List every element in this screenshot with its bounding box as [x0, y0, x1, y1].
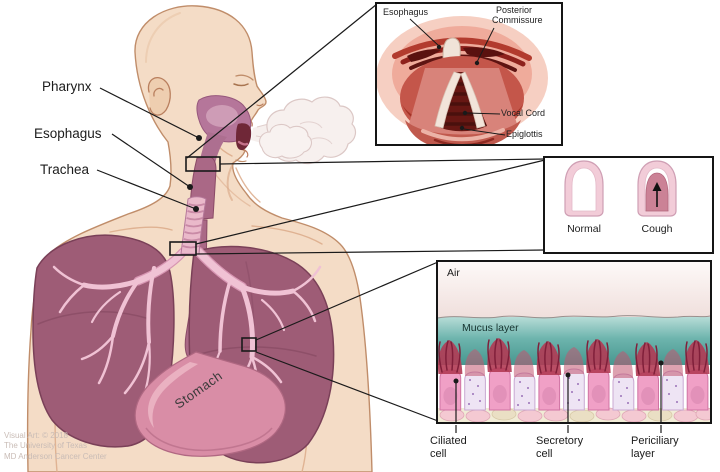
inset-label-posterior: Posterior [496, 5, 533, 15]
inset-mucosa-box: Air Mucus layer [436, 260, 712, 424]
bronchiole-zoom-rect [241, 337, 257, 352]
inset-label-vocal-cord: Vocal Cord [501, 108, 546, 118]
normal-trachea-ring [564, 160, 604, 217]
inset-trachea-rings-art [564, 160, 677, 217]
air-zone [438, 262, 710, 318]
cough-trachea-ring [637, 160, 677, 217]
copyright-credit: Visual Art: © 2018 The University of Tex… [4, 431, 107, 461]
larynx-zoom-rect [185, 156, 221, 172]
trachea-tube [180, 196, 207, 255]
inset-trachea-rings-box: Normal Cough [543, 156, 714, 254]
stomach [134, 351, 286, 457]
inset-mucosa-art [438, 262, 710, 422]
label-trachea: Trachea [40, 162, 90, 177]
label-pharynx: Pharynx [42, 79, 92, 94]
label-periciliary-layer: Periciliary layer [631, 435, 679, 460]
label-esophagus: Esophagus [34, 126, 102, 141]
inset-larynx-art [377, 16, 548, 144]
inset-label-air: Air [447, 267, 460, 279]
upward-arrow-icon [652, 182, 662, 207]
trachea-zoom-rect [169, 241, 197, 256]
inset-larynx-box: Esophagus Posterior Commissure Vocal Cor… [375, 2, 563, 146]
inset-label-commissure: Commissure [492, 15, 543, 25]
breath-cloud [251, 96, 357, 165]
cilia [438, 338, 710, 378]
annotations [96, 3, 662, 433]
label-ciliated-cell: Ciliated cell [430, 435, 467, 460]
inset-label-cough: Cough [641, 223, 673, 235]
inset-label-esophagus: Esophagus [383, 7, 429, 17]
label-secretory-cell: Secretory cell [536, 435, 584, 460]
inset-label-mucus-layer: Mucus layer [462, 322, 519, 334]
inset-label-normal: Normal [567, 223, 601, 235]
inset-label-epiglottis: Epiglottis [506, 129, 543, 139]
ear [147, 77, 171, 116]
